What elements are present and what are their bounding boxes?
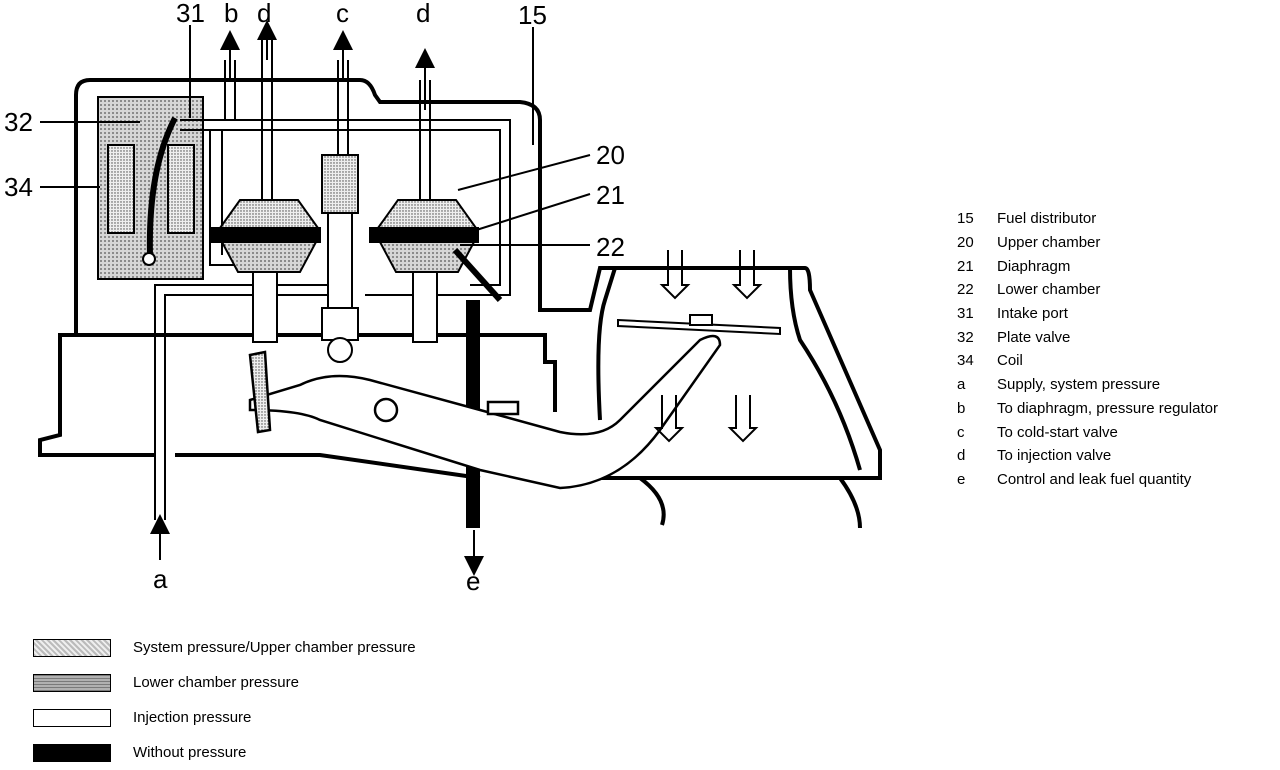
pressure-valve-left — [211, 199, 321, 343]
housing — [38, 78, 882, 529]
pressure-key-text: Injection pressure — [133, 709, 252, 726]
sensor-plate — [617, 314, 781, 336]
pressure-key-text: Lower chamber pressure — [133, 674, 299, 691]
legend-text: Supply, system pressure — [997, 376, 1161, 394]
legend-row: c To cold-start valve — [957, 420, 1218, 444]
legend-text: Plate valve — [997, 328, 1071, 346]
without-pressure-swatch — [33, 743, 111, 762]
pressure-valve-right — [369, 199, 479, 343]
label-e: e — [466, 566, 480, 596]
label-32: 32 — [4, 107, 33, 137]
pressure-key-row: System pressure/Upper chamber pressure — [33, 630, 416, 665]
label-15: 15 — [518, 0, 547, 30]
legend-row: a Supply, system pressure — [957, 373, 1218, 397]
leader-lines — [40, 25, 591, 246]
label-c: c — [336, 0, 349, 28]
legend-text: To injection valve — [997, 447, 1112, 465]
legend-text: Coil — [997, 352, 1023, 370]
pressure-key-row: Without pressure — [33, 735, 416, 770]
label-a: a — [153, 564, 168, 594]
label-d-left: d — [257, 0, 271, 28]
outlet-arrows — [150, 20, 484, 576]
lower-chamber-swatch — [33, 673, 111, 692]
parts-legend: 15 Fuel distributor 20 Upper chamber 21 Dia… — [957, 207, 1218, 491]
legend-num: 21 — [957, 257, 974, 275]
legend-num: b — [957, 399, 966, 417]
label-34: 34 — [4, 172, 33, 202]
label-21: 21 — [596, 180, 625, 210]
legend-num: 20 — [957, 234, 974, 252]
legend-num: 32 — [957, 328, 974, 346]
legend-num: a — [957, 376, 966, 394]
sensor-lever — [248, 334, 722, 490]
pressure-key-row: Injection pressure — [33, 700, 416, 735]
pressure-key: System pressure/Upper chamber pressure L… — [33, 630, 416, 770]
legend-row: e Control and leak fuel quantity — [957, 468, 1218, 492]
label-22: 22 — [596, 232, 625, 262]
legend-row: 32 Plate valve — [957, 325, 1218, 349]
legend-num: d — [957, 447, 966, 465]
legend-text: To cold-start valve — [997, 423, 1118, 441]
label-b: b — [224, 0, 238, 28]
leak-return-pipe — [452, 247, 503, 528]
control-plunger — [321, 154, 359, 363]
pressure-key-text: Without pressure — [133, 744, 247, 761]
legend-row: 15 Fuel distributor — [957, 207, 1218, 231]
legend-num: e — [957, 470, 966, 488]
legend-row: b To diaphragm, pressure regulator — [957, 397, 1218, 421]
legend-text: To diaphragm, pressure regulator — [997, 399, 1218, 417]
legend-text: Upper chamber — [997, 234, 1101, 252]
legend-row: d To injection valve — [957, 444, 1218, 468]
label-20: 20 — [596, 140, 625, 170]
pressure-key-row: Lower chamber pressure — [33, 665, 416, 700]
legend-row: 22 Lower chamber — [957, 278, 1218, 302]
legend-text: Diaphragm — [997, 257, 1071, 275]
legend-text: Control and leak fuel quantity — [997, 470, 1192, 488]
system-pressure-swatch — [33, 638, 111, 657]
legend-num: 15 — [957, 210, 974, 228]
legend-num: 34 — [957, 352, 974, 370]
legend-row: 21 Diaphragm — [957, 254, 1218, 278]
coil-chamber — [97, 96, 204, 280]
legend-text: Lower chamber — [997, 281, 1101, 299]
legend-text: Fuel distributor — [997, 210, 1097, 228]
legend-num: 31 — [957, 305, 974, 323]
legend-row: 34 Coil — [957, 349, 1218, 373]
label-31: 31 — [176, 0, 205, 28]
legend-row: 31 Intake port — [957, 302, 1218, 326]
injection-pressure-swatch — [33, 708, 111, 727]
label-d-right: d — [416, 0, 430, 28]
legend-text: Intake port — [997, 305, 1068, 323]
legend-row: 20 Upper chamber — [957, 231, 1218, 255]
legend-num: c — [957, 423, 965, 441]
pressure-key-text: System pressure/Upper chamber pressure — [133, 639, 416, 656]
legend-num: 22 — [957, 281, 974, 299]
air-flow-arrows — [653, 250, 763, 443]
